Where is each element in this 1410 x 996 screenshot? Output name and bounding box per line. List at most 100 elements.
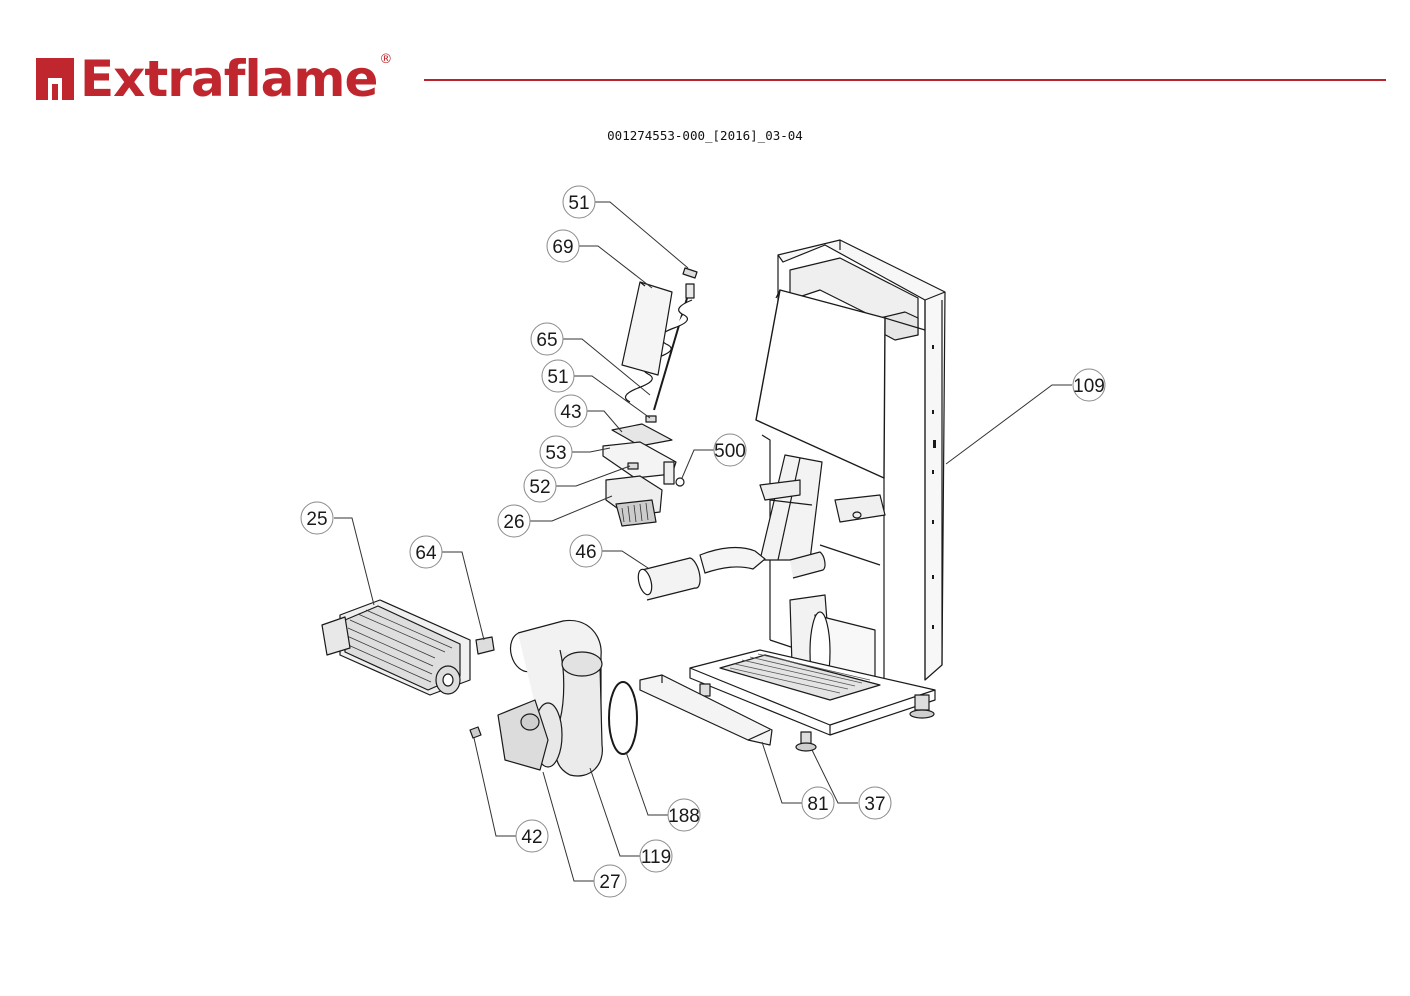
callout-circle (523, 469, 557, 503)
callout-number: 26 (503, 512, 524, 533)
adjustable-foot-part (795, 731, 817, 752)
leader-line (811, 749, 858, 804)
smoke-elbow-part (509, 619, 603, 777)
callout-number: 42 (521, 827, 542, 848)
callout-25: 25 (300, 501, 334, 535)
callout-circle (1072, 368, 1106, 402)
callout-51: 51 (541, 359, 575, 393)
leader-line (625, 751, 668, 816)
callout-circle (515, 819, 549, 853)
callout-number: 46 (575, 542, 596, 563)
leader-line (586, 410, 623, 433)
leader-line (530, 495, 613, 522)
callout-circle (713, 433, 747, 467)
callout-circle (497, 504, 531, 538)
ring-gasket-part (608, 681, 638, 755)
leader-line (578, 245, 653, 289)
callout-circle (530, 322, 564, 356)
leader-line (442, 551, 485, 641)
callout-number: 43 (560, 402, 581, 423)
callout-circle (639, 839, 673, 873)
gasket-part (611, 423, 673, 447)
callout-circle (554, 394, 588, 428)
callout-circle (569, 534, 603, 568)
leader-line (574, 375, 651, 419)
registered-mark: ® (379, 52, 393, 67)
callout-number: 53 (545, 443, 566, 464)
callout-69: 69 (546, 229, 580, 263)
callout-65: 65 (530, 322, 564, 356)
callout-81: 81 (801, 786, 835, 820)
callout-46: 46 (569, 534, 603, 568)
callout-number: 64 (415, 543, 437, 564)
document-code: 001274553-000_[2016]_03-04 (607, 128, 803, 143)
callout-number: 109 (1073, 376, 1105, 397)
smoke-extractor-part (497, 699, 563, 771)
leader-line (681, 449, 714, 479)
leader-line (542, 771, 594, 882)
callout-109: 109 (1072, 368, 1106, 402)
thermostat-part (675, 477, 685, 487)
callout-500: 500 (713, 433, 747, 467)
callout-circle (541, 359, 575, 393)
callout-circle (300, 501, 334, 535)
leader-line (556, 465, 631, 487)
leader-line (473, 737, 516, 837)
callout-42: 42 (515, 819, 549, 853)
gear-motor-part (605, 475, 663, 527)
callout-number: 51 (547, 367, 568, 388)
callout-number: 52 (529, 477, 550, 498)
fan-bracket-part (475, 636, 495, 655)
callout-number: 37 (864, 794, 885, 815)
tangential-fan-part (321, 599, 471, 696)
auger-part (624, 283, 695, 411)
leader-line (594, 201, 689, 269)
cover-plate-part (621, 281, 673, 376)
extraflame-flame-icon (36, 58, 74, 100)
callout-number: 65 (536, 330, 557, 351)
callout-26: 26 (497, 504, 531, 538)
callout-number: 69 (552, 237, 573, 258)
callout-circle (801, 786, 835, 820)
leader-line (945, 384, 1072, 465)
callout-51: 51 (562, 185, 596, 219)
brand-logo: Extraflame ® (32, 50, 392, 108)
leader-line (602, 550, 649, 569)
header-rule (424, 79, 1386, 81)
pin-part (682, 267, 698, 279)
callout-circle (562, 185, 596, 219)
callout-number: 188 (668, 806, 700, 827)
callout-circle (539, 435, 573, 469)
callout-37: 37 (858, 786, 892, 820)
callout-circle (409, 535, 443, 569)
callout-circle (667, 798, 701, 832)
screw-part (469, 726, 482, 739)
callout-number: 51 (568, 193, 589, 214)
callout-number: 81 (807, 794, 828, 815)
callout-number: 119 (641, 847, 671, 868)
callout-circle (858, 786, 892, 820)
cabinet-frame-part (689, 239, 946, 736)
callout-number: 25 (306, 509, 327, 530)
callout-43: 43 (554, 394, 588, 428)
callout-52: 52 (523, 469, 557, 503)
leader-line (334, 517, 375, 606)
washer-part (645, 415, 657, 423)
callout-64: 64 (409, 535, 443, 569)
bushing-part (627, 462, 639, 470)
callout-circle (593, 864, 627, 898)
leader-line (761, 741, 802, 804)
callout-27: 27 (593, 864, 627, 898)
air-pipe-part (637, 546, 826, 601)
callout-53: 53 (539, 435, 573, 469)
leader-line (562, 338, 651, 396)
callout-circle (546, 229, 580, 263)
brand-name: Extraflame (80, 50, 378, 108)
leader-line (572, 447, 611, 453)
callout-119: 119 (639, 839, 673, 873)
callout-number: 500 (714, 441, 746, 462)
callout-number: 27 (599, 872, 620, 893)
leader-line (589, 767, 640, 857)
callout-188: 188 (667, 798, 701, 832)
